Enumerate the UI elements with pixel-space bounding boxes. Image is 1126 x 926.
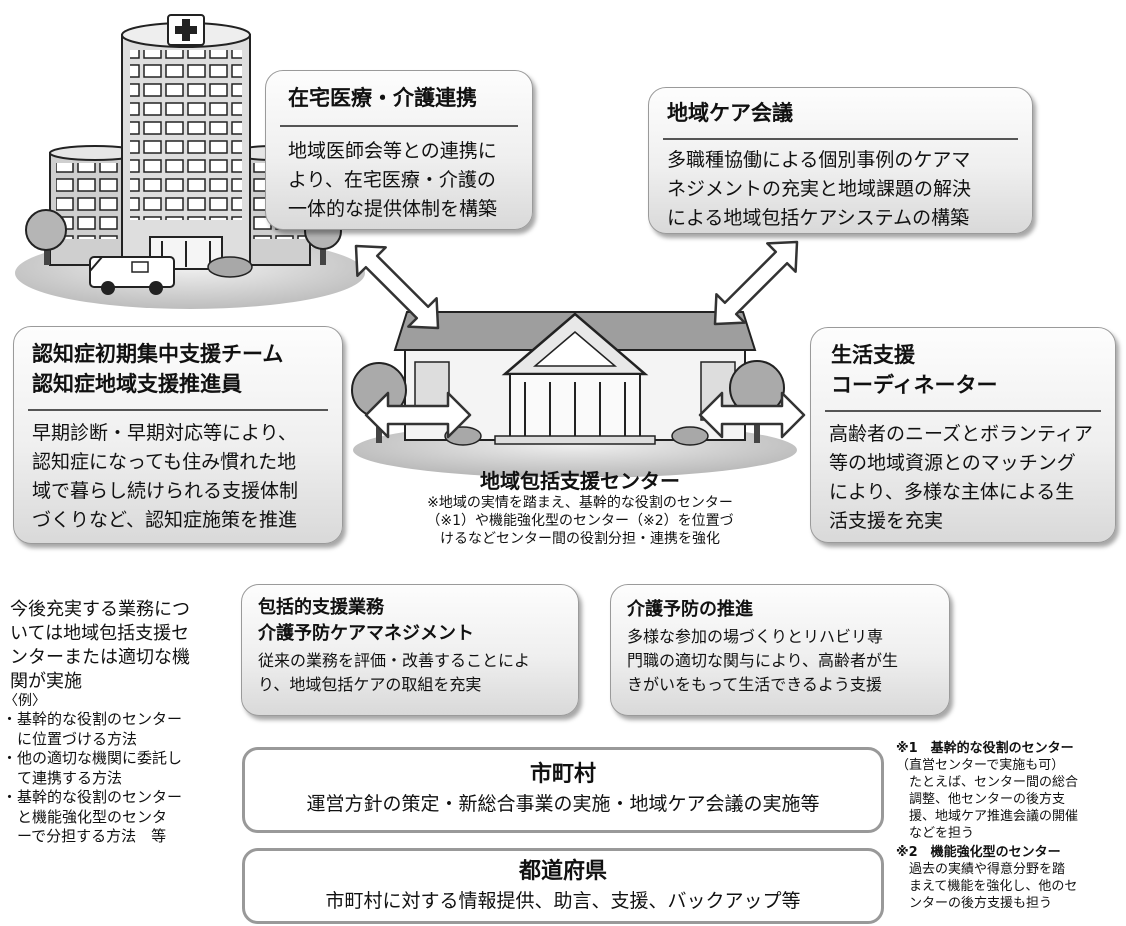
community-care-meeting-title: 地域ケア会議	[667, 101, 793, 125]
center-note: ※地域の実情を踏まえ、基幹的な役割のセンター（※1）や機能強化型のセンター（※2…	[426, 495, 734, 547]
comprehensive-support-card: 包括的支援業務介護予防ケアマネジメント 従来の業務を評価・改善することにより、地…	[241, 584, 579, 716]
life-support-coordinator-text: 高齢者のニーズとボランティア等の地域資源とのマッチングにより、多様な主体による生…	[829, 423, 1093, 532]
left-note-example-label: 〈例〉	[4, 693, 46, 709]
left-note-examples: ・基幹的な役割のセンター に位置づける方法・他の適切な機関に委託し て連携する方…	[2, 710, 183, 845]
center-title: 地域包括支援センター	[480, 469, 680, 493]
tree-icon	[25, 209, 67, 265]
divider	[663, 138, 1018, 140]
care-prevention-card: 介護予防の推進 多様な参加の場づくりとリハビリ専門職の適切な関与により、高齢者が…	[610, 584, 950, 716]
prefecture-box: 都道府県 市町村に対する情報提供、助言、支援、バックアップ等	[242, 848, 884, 924]
municipality-box: 市町村 運営方針の策定・新総合事業の実施・地域ケア会議の実施等	[242, 747, 884, 833]
home-care-title: 在宅医療・介護連携	[288, 86, 477, 110]
care-prevention-text: 多様な参加の場づくりとリハビリ専門職の適切な関与により、高齢者が生きがいをもって…	[627, 627, 899, 694]
divider	[825, 410, 1101, 412]
dementia-support-text: 早期診断・早期対応等により、認知症になっても住み慣れた地域で暮らし続けられる支援…	[32, 422, 299, 531]
footnote-2: ※2 機能強化型のセンター 過去の実績や得意分野を踏 まえて機能を強化し、他のセ…	[896, 845, 1078, 911]
prefecture-text: 市町村に対する情報提供、助言、支援、バックアップ等	[325, 890, 801, 912]
dementia-support-card: 認知症初期集中支援チーム認知症地域支援推進員 早期診断・早期対応等により、認知症…	[13, 326, 343, 544]
prefecture-title: 都道府県	[518, 859, 607, 884]
footnote-1: ※1 基幹的な役割のセンター （直営センターで実施も可） たとえば、センター間の…	[896, 741, 1079, 841]
comprehensive-support-text: 従来の業務を評価・改善することにより、地域包括ケアの取組を充実	[258, 651, 531, 694]
care-prevention-title: 介護予防の推進	[627, 599, 753, 620]
life-support-coordinator-card: 生活支援コーディネーター 高齢者のニーズとボランティア等の地域資源とのマッチング…	[810, 327, 1116, 543]
dementia-support-title: 認知症初期集中支援チーム認知症地域支援推進員	[32, 342, 284, 396]
home-care-text: 地域医師会等との連携により、在宅医療・介護の一体的な提供体制を構築	[288, 140, 498, 220]
divider	[28, 409, 328, 411]
community-care-meeting-text: 多職種協働による個別事例のケアマネジメントの充実と地域課題の解決による地域包括ケ…	[667, 149, 972, 229]
ambulance-icon	[89, 256, 175, 295]
comprehensive-support-title: 包括的支援業務介護予防ケアマネジメント	[258, 597, 474, 644]
divider	[280, 125, 518, 127]
home-care-card: 在宅医療・介護連携 地域医師会等との連携により、在宅医療・介護の一体的な提供体制…	[265, 70, 533, 230]
municipality-title: 市町村	[529, 762, 596, 787]
life-support-coordinator-title: 生活支援コーディネーター	[831, 343, 998, 397]
municipality-text: 運営方針の策定・新総合事業の実施・地域ケア会議の実施等	[306, 793, 820, 815]
community-care-meeting-card: 地域ケア会議 多職種協働による個別事例のケアマネジメントの充実と地域課題の解決に…	[648, 87, 1033, 234]
left-note-lead: 今後充実する業務については地域包括支援センターまたは適切な機関が実施	[10, 599, 190, 692]
